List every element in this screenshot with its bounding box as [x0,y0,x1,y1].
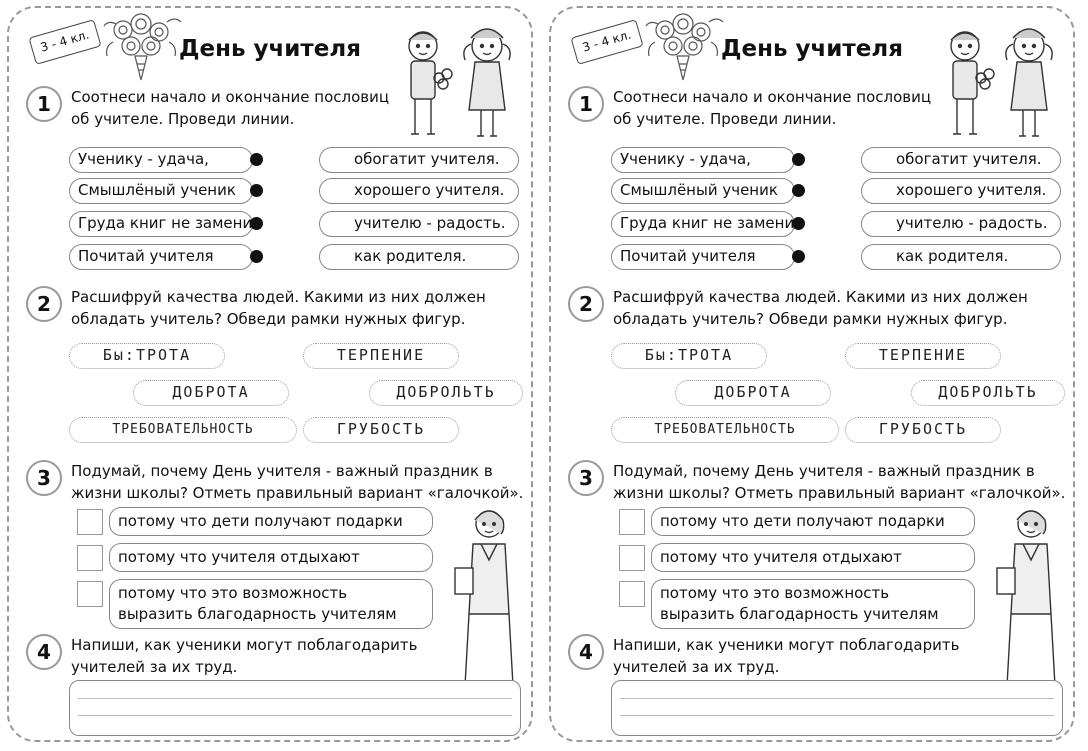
option-checkbox[interactable] [619,545,645,571]
option-checkbox[interactable] [77,581,103,607]
option-checkbox[interactable] [619,509,645,535]
match-dot[interactable] [250,217,263,230]
children-illustration [950,28,1053,137]
coded-quality[interactable]: ТЕРПЕНИЕ [303,343,459,369]
match-dot[interactable] [792,153,805,166]
answer-writing-area[interactable] [611,680,1063,736]
task-number-badge: 2 [26,286,62,322]
proverb-start: Почитай учителя [69,244,253,270]
proverb-end: учителю - радость. [319,211,519,237]
answer-option: потому что это возможность выразить благ… [109,579,433,629]
option-checkbox[interactable] [77,509,103,535]
bouquet-illustration [645,13,724,81]
proverb-start: Ученику - удача, [611,147,795,173]
proverb-start: Смышлёный ученик [69,178,253,204]
coded-quality[interactable]: ТЕРПЕНИЕ [845,343,1001,369]
answer-option: потому что учителя отдыхают [651,543,975,572]
coded-quality[interactable]: ДОБРОТА [675,380,831,406]
task3-instruction: Подумай, почему День учителя - важный пр… [613,462,1066,502]
coded-quality[interactable]: Бы:ТРОТА [611,343,767,369]
option-checkbox[interactable] [77,545,103,571]
worksheet-title: День учителя [721,36,903,62]
task2-instruction: Расшифруй качества людей. Какими из них … [613,288,1028,328]
match-dot[interactable] [250,250,263,263]
task3-instruction: Подумай, почему День учителя - важный пр… [71,462,524,502]
match-dot[interactable] [792,184,805,197]
children-illustration [408,28,511,137]
proverb-end: обогатит учителя. [861,147,1061,173]
task1-instruction: Соотнеси начало и окончание пословиц об … [613,88,932,128]
grade-badge: 3 - 4 кл. [28,19,102,65]
proverb-start: Почитай учителя [611,244,795,270]
task-number-badge: 3 [568,460,604,496]
task1-instruction: Соотнеси начало и окончание пословиц об … [71,88,390,128]
worksheet-title: День учителя [179,36,361,62]
proverb-start: Смышлёный ученик [611,178,795,204]
proverb-start: Ученику - удача, [69,147,253,173]
task-number-badge: 1 [568,86,604,122]
proverb-end: обогатит учителя. [319,147,519,173]
proverb-start: Груда книг не заменит [69,211,261,237]
task-number-badge: 1 [26,86,62,122]
proverb-end: как родителя. [861,244,1061,270]
coded-quality[interactable]: Бы:ТРОТА [69,343,225,369]
proverb-end: хорошего учителя. [319,178,519,204]
coded-quality[interactable]: ГРУБОСТЬ [303,417,459,443]
answer-option: потому что учителя отдыхают [109,543,433,572]
coded-quality[interactable]: ДОБРОТА [133,380,289,406]
grade-badge: 3 - 4 кл. [570,19,644,65]
task2-instruction: Расшифруй качества людей. Какими из них … [71,288,486,328]
proverb-end: учителю - радость. [861,211,1061,237]
writing-line [620,698,1054,699]
writing-line [78,698,512,699]
coded-quality[interactable]: ГРУБОСТЬ [845,417,1001,443]
coded-quality[interactable]: ТРЕБОВАТЕЛЬНОСТЬ [611,417,839,443]
answer-option: потому что дети получают подарки [651,507,975,536]
teacher-illustration [454,510,514,699]
match-dot[interactable] [792,217,805,230]
proverb-end: хорошего учителя. [861,178,1061,204]
task-number-badge: 4 [568,634,604,670]
answer-writing-area[interactable] [69,680,521,736]
writing-line [620,715,1054,716]
coded-quality[interactable]: ДОБРОЛЬТЬ [369,380,523,406]
proverb-start: Груда книг не заменит [611,211,803,237]
task4-instruction: Напиши, как ученики могут поблагодарить … [613,636,960,676]
worksheet-right: 3 - 4 кл. День учителя [549,6,1075,742]
match-dot[interactable] [250,153,263,166]
worksheet-left: 3 - 4 кл. День учителя [7,6,533,742]
task-number-badge: 3 [26,460,62,496]
task4-instruction: Напиши, как ученики могут поблагодарить … [71,636,418,676]
bouquet-illustration [103,13,182,81]
task-number-badge: 4 [26,634,62,670]
match-dot[interactable] [250,184,263,197]
coded-quality[interactable]: ДОБРОЛЬТЬ [911,380,1065,406]
match-dot[interactable] [792,250,805,263]
option-checkbox[interactable] [619,581,645,607]
teacher-illustration [996,510,1056,699]
answer-option: потому что это возможность выразить благ… [651,579,975,629]
task-number-badge: 2 [568,286,604,322]
coded-quality[interactable]: ТРЕБОВАТЕЛЬНОСТЬ [69,417,297,443]
answer-option: потому что дети получают подарки [109,507,433,536]
proverb-end: как родителя. [319,244,519,270]
writing-line [78,715,512,716]
